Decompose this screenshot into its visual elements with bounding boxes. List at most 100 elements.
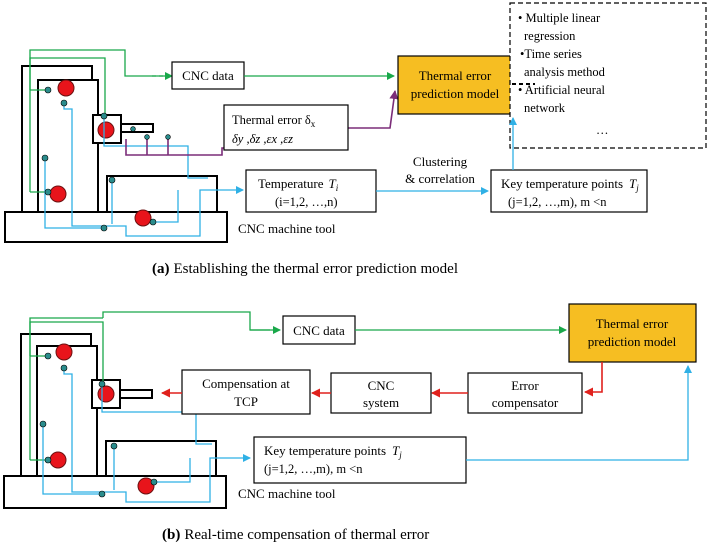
method-line: • Multiple linear xyxy=(518,11,601,25)
temperature-line1: Temperature Ti xyxy=(258,176,339,193)
model-to-compensator-arrow xyxy=(584,362,603,397)
sensor-dot xyxy=(60,99,68,107)
key-points-symbol-b: T xyxy=(392,443,400,458)
temperature-wire xyxy=(44,158,102,229)
sensor-dot xyxy=(44,188,52,196)
method-line: analysis method xyxy=(524,65,606,79)
key-points-box-a xyxy=(490,169,648,213)
thermal-error-sub: x xyxy=(311,119,316,129)
cnc-data-label-a: CNC data xyxy=(182,68,234,83)
key-points-label-a: Key temperature points xyxy=(501,176,623,191)
compensation-line1: Compensation at xyxy=(202,376,290,391)
sensor-dot xyxy=(60,364,68,372)
thermal-error-line2: δy ,δz ,εx ,εz xyxy=(232,132,293,146)
temperature-wire xyxy=(42,424,100,495)
sensor-dot xyxy=(150,478,158,486)
cnc-system-line1: CNC xyxy=(368,378,395,393)
cnc-system-line2: system xyxy=(363,395,399,410)
heat-source xyxy=(97,385,115,403)
heat-source xyxy=(49,185,67,203)
heat-source xyxy=(137,477,155,495)
thermal-error-arrow xyxy=(348,90,399,129)
caption-b: (b)Real-time compensation of thermal err… xyxy=(162,527,429,543)
key-points-to-model-arrow-b xyxy=(466,365,692,461)
temperature-wire xyxy=(63,368,251,503)
clustering-line1: Clustering xyxy=(413,154,468,169)
temperature-wire xyxy=(154,458,191,483)
caption-a: (a)Establishing the thermal error predic… xyxy=(152,261,458,277)
displacement-sensor xyxy=(165,134,171,140)
methods-list: • Multiple linear regression •Time serie… xyxy=(518,11,609,137)
heat-source xyxy=(57,79,75,97)
machine-label-b: CNC machine tool xyxy=(238,486,336,501)
key-points-box-b xyxy=(253,436,467,484)
sensor-dot xyxy=(39,420,47,428)
cnc-data-box-a xyxy=(171,61,245,90)
key-points-range-b: (j=1,2, …,m), m <n xyxy=(264,462,363,476)
prediction-model-box-a xyxy=(397,55,513,115)
key-points-symbol-a: T xyxy=(629,176,637,191)
displacement-sensor xyxy=(130,126,136,132)
thermal-error-label: Thermal error δ xyxy=(232,113,311,127)
cnc-data-box-b xyxy=(282,315,356,345)
prediction-model-line1-a: Thermal error xyxy=(419,68,492,83)
caption-b-letter: (b) xyxy=(162,527,180,543)
methods-box xyxy=(509,2,707,149)
heat-source xyxy=(134,209,152,227)
data-wire xyxy=(102,311,270,331)
panel-a: CNC data Thermal error prediction model … xyxy=(4,2,707,277)
sensor-dot xyxy=(100,224,108,232)
method-line: • Artificial neural xyxy=(518,83,606,97)
displacement-sensor xyxy=(144,134,150,140)
heat-source xyxy=(97,121,115,139)
temperature-symbol: T xyxy=(329,176,337,191)
sensor-dot xyxy=(44,456,52,464)
sensor-dot xyxy=(110,442,118,450)
thermal-error-box xyxy=(223,104,349,151)
spindle-tool-a xyxy=(120,123,154,133)
data-wire xyxy=(29,49,170,192)
sensor-dot xyxy=(108,176,116,184)
spindle-tool-b xyxy=(119,389,153,399)
sensor-dot xyxy=(149,218,157,226)
temperature-wire xyxy=(153,190,179,223)
key-points-sub-b: j xyxy=(398,450,402,460)
sensor-dot xyxy=(44,86,52,94)
machine-column-inner-b xyxy=(36,345,98,477)
thermal-error-line1: Thermal error δx xyxy=(232,113,316,129)
sensor-dot xyxy=(98,380,106,388)
cnc-data-label-b: CNC data xyxy=(293,323,345,338)
panel-b: CNC data Thermal error prediction model … xyxy=(3,303,697,543)
prediction-model-line2-b: prediction model xyxy=(588,334,677,349)
method-line: … xyxy=(596,123,609,137)
sensor-dot xyxy=(98,490,106,498)
sensor-dot xyxy=(41,154,49,162)
caption-a-text: Establishing the thermal error predictio… xyxy=(174,261,459,277)
compensation-tcp-box xyxy=(181,369,311,415)
prediction-model-line2-a: prediction model xyxy=(411,86,500,101)
heat-source xyxy=(49,451,67,469)
method-line: regression xyxy=(524,29,576,43)
temperature-wire xyxy=(103,116,208,179)
caption-a-letter: (a) xyxy=(152,261,170,277)
machine-tool-b xyxy=(3,333,227,509)
key-points-range-a: (j=1,2, …,m), m <n xyxy=(508,195,607,209)
machine-base-a xyxy=(4,211,228,243)
cnc-system-box xyxy=(330,372,432,414)
data-wire xyxy=(29,317,103,460)
worktable-a xyxy=(106,175,218,213)
error-compensator-line2: compensator xyxy=(492,395,559,410)
worktable-b xyxy=(105,440,217,477)
clustering-line2: & correlation xyxy=(405,171,475,186)
machine-label-a: CNC machine tool xyxy=(238,221,336,236)
error-compensator-line1: Error xyxy=(511,378,539,393)
displacement-sensor-wire xyxy=(125,139,232,156)
machine-tool-a xyxy=(4,65,228,243)
error-compensator-box xyxy=(467,372,583,414)
temperature-sub: i xyxy=(336,183,339,193)
method-line: network xyxy=(524,101,566,115)
temperature-label: Temperature xyxy=(258,176,324,191)
prediction-model-line1-b: Thermal error xyxy=(596,316,669,331)
